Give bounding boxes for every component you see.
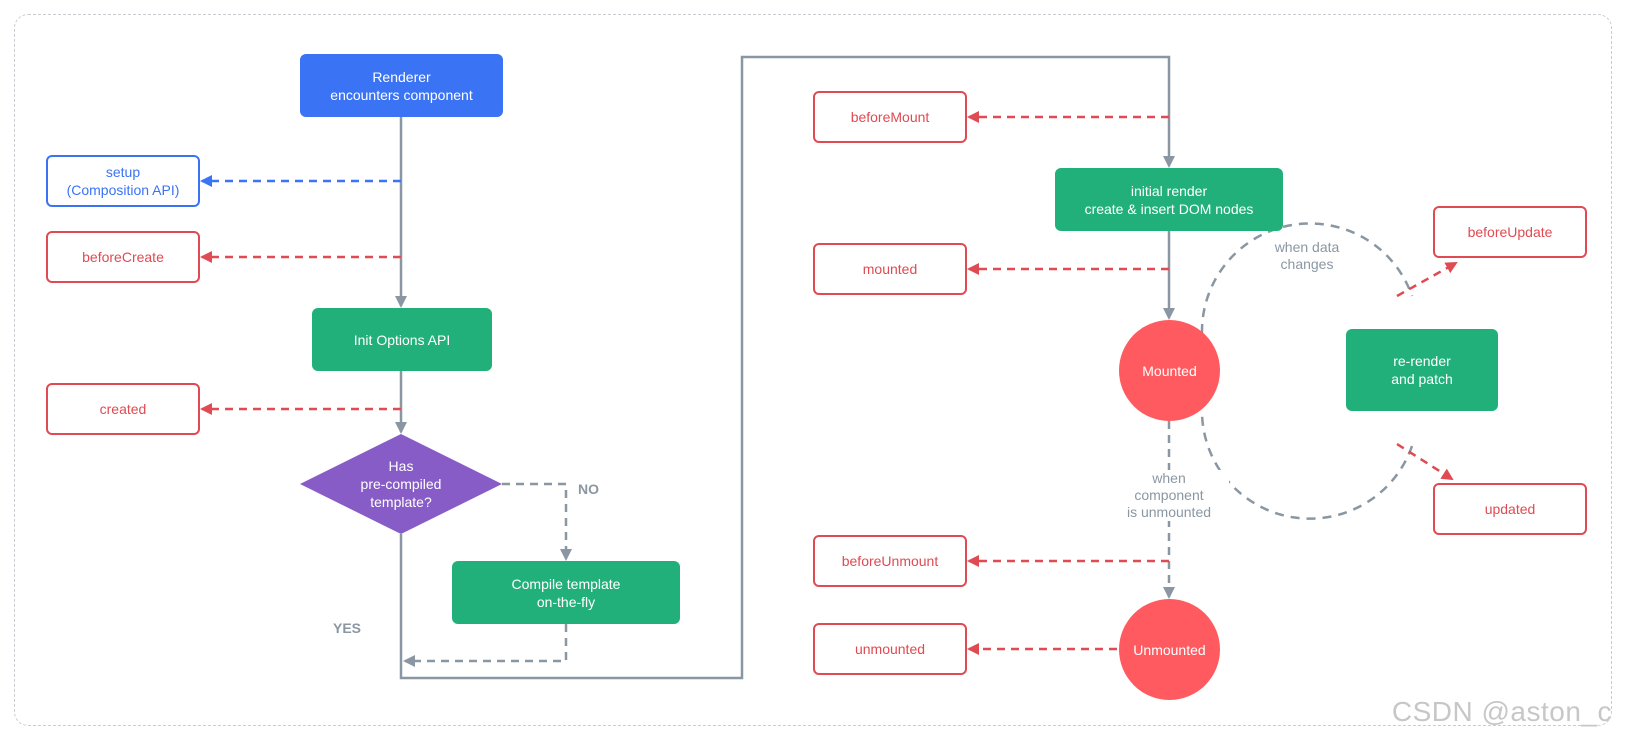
- flow-compile-return: [403, 624, 568, 667]
- rerender-node: re-render and patch: [1346, 329, 1498, 411]
- update-cycle-upper: [1200, 222, 1414, 334]
- when-unmounted-label: when component is unmounted: [1109, 470, 1229, 521]
- updated-hook: updated: [1433, 483, 1587, 535]
- before-mount-hook: beforeMount: [813, 91, 967, 143]
- diagram-frame: [14, 14, 1612, 726]
- created-hook: created: [46, 383, 200, 435]
- no-label: NO: [578, 481, 599, 497]
- watermark: CSDN @aston_c: [1391, 696, 1612, 727]
- renderer-node: Renderer encounters component: [300, 54, 503, 117]
- unmounted-hook: unmounted: [813, 623, 967, 675]
- when-data-changes-label: when data changes: [1262, 239, 1352, 273]
- setup-hook: setup (Composition API): [46, 155, 200, 207]
- flow-no-branch: [502, 482, 572, 561]
- before-create-hook: beforeCreate: [46, 231, 200, 283]
- flow-yes-to-render: [399, 55, 1175, 680]
- mounted-state: Mounted: [1119, 320, 1220, 421]
- decision-diamond: [300, 434, 502, 534]
- before-unmount-hook: beforeUnmount: [813, 535, 967, 587]
- mounted-hook: mounted: [813, 243, 967, 295]
- unmounted-state: Unmounted: [1119, 599, 1220, 700]
- update-cycle-lower: [1200, 413, 1414, 520]
- has-template-label: Has pre-compiled template?: [360, 458, 442, 510]
- hook-arrow-updated: [1396, 442, 1454, 481]
- hook-arrow-before-update: [1396, 261, 1458, 298]
- compile-template-node: Compile template on-the-fly: [452, 561, 680, 624]
- init-options-node: Init Options API: [312, 308, 492, 371]
- yes-label: YES: [333, 620, 362, 636]
- initial-render-node: initial render create & insert DOM nodes: [1055, 168, 1283, 231]
- before-update-hook: beforeUpdate: [1433, 206, 1587, 258]
